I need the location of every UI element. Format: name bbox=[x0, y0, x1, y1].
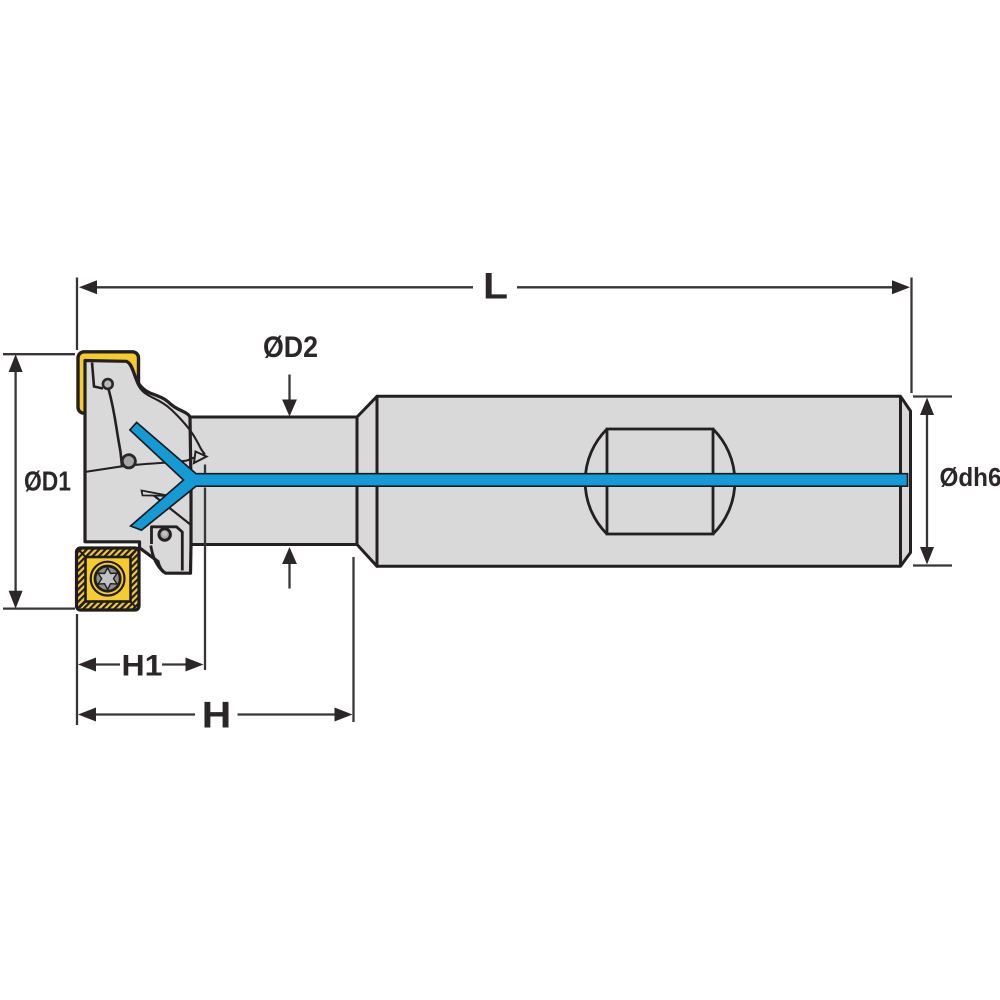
svg-text:Ødh6: Ødh6 bbox=[940, 462, 1000, 492]
svg-text:H1: H1 bbox=[122, 649, 163, 682]
svg-text:H: H bbox=[202, 694, 232, 735]
svg-text:ØD1: ØD1 bbox=[24, 466, 71, 497]
svg-text:L: L bbox=[483, 266, 508, 307]
svg-text:ØD2: ØD2 bbox=[263, 331, 318, 364]
